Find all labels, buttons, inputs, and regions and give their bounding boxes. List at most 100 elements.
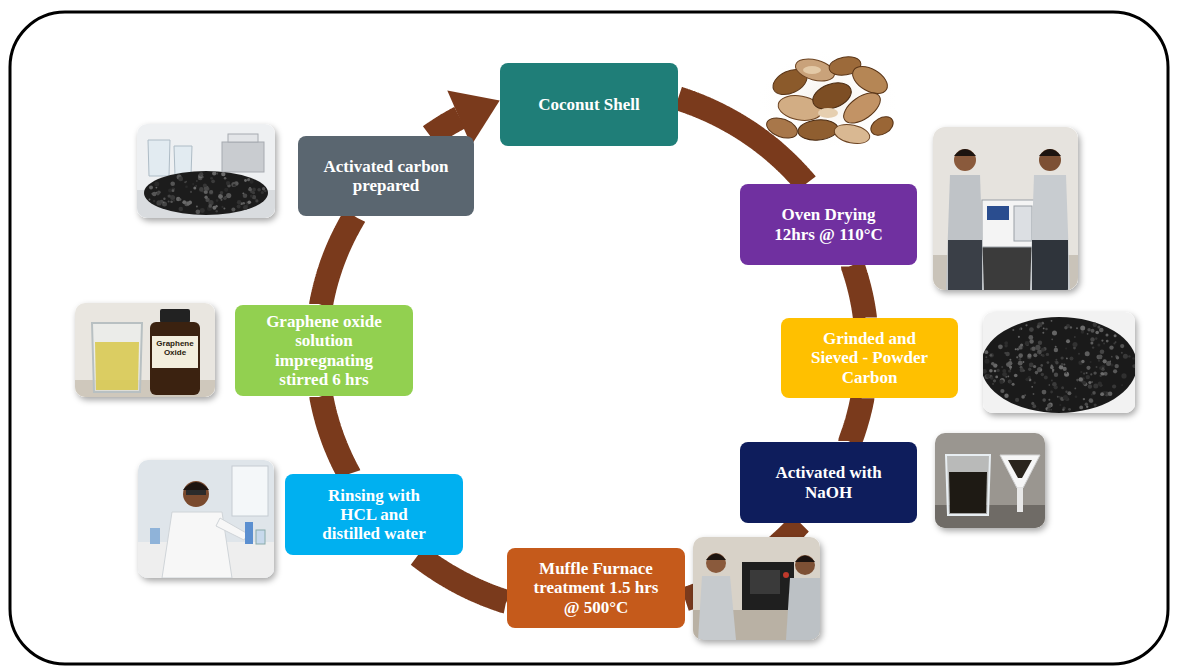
muffle-furnace-photo-part-part (750, 570, 780, 594)
powder-carbon-photo-part-part-part (1079, 406, 1083, 410)
activated-carbon-photo-part-part-part (218, 194, 223, 199)
activated-carbon-photo-part-part-part (195, 185, 197, 187)
powder-carbon-photo-part-part-part (1016, 356, 1018, 358)
activated-carbon-photo-part-part-part (242, 202, 245, 205)
powder-carbon-photo-part-part-part (1100, 372, 1103, 375)
powder-carbon-photo-part-part-part (1086, 406, 1088, 408)
graphene-oxide-photo-part-part (92, 323, 142, 392)
powder-carbon-photo-part-part-part (1051, 380, 1053, 382)
powder-carbon-photo-part-part-part (993, 379, 996, 382)
step-label: Coconut Shell (538, 95, 640, 114)
powder-carbon-photo-part-part-part (1050, 409, 1052, 411)
powder-carbon-photo-part-part-part (1004, 394, 1008, 398)
powder-carbon-photo-part-part-part (1081, 330, 1085, 334)
rinsing-photo-part-part (232, 466, 268, 516)
powder-carbon-photo-part-part-part (1025, 377, 1029, 381)
activated-carbon-photo-part-part-part (190, 191, 192, 193)
oven-drying-photo-part-part (982, 200, 1038, 247)
rinsing-photo-part-part (150, 528, 160, 544)
naoh-activation-photo-part-part (1017, 488, 1023, 512)
step-label: Grinded and Sieved - Powder Carbon (800, 329, 940, 386)
powder-carbon-photo-part-part-part (1121, 373, 1126, 378)
powder-carbon-photo-part-part-part (1023, 369, 1025, 371)
step-label: Activated with NaOH (761, 463, 896, 501)
cycle-arrow (418, 555, 507, 602)
activated-carbon-photo-part-part-part (196, 206, 198, 208)
powder-carbon-photo-part-part-part (1055, 361, 1058, 364)
powder-carbon-photo-part-part-part (1043, 328, 1045, 330)
activated-carbon-photo-part-part-part (216, 210, 218, 212)
powder-carbon-photo-part-part-part (1001, 366, 1003, 368)
powder-carbon-photo-part-part-part (1121, 384, 1123, 386)
powder-carbon-photo-part-part-part (1070, 326, 1072, 328)
rinsing-photo-part-part (183, 482, 209, 490)
cycle-arc (430, 118, 460, 136)
powder-carbon-photo-part-part-part (1059, 396, 1061, 398)
activated-carbon-photo-part-part (148, 140, 170, 176)
powder-carbon-photo-part-part-part (1095, 337, 1098, 340)
powder-carbon-photo-part-part-part (991, 362, 995, 366)
activated-carbon-photo-part-part-part (231, 208, 235, 212)
coconut-shell-photo (756, 50, 900, 150)
powder-carbon-photo-part-part-part (983, 369, 987, 374)
powder-carbon-photo-part-part-part (1033, 393, 1035, 395)
oven-drying-photo-part-part (954, 149, 976, 171)
powder-carbon-photo-part-part-part (1035, 371, 1039, 375)
activated-carbon-photo-part-part-part (204, 190, 208, 194)
powder-carbon-photo-part-part-part (1112, 384, 1116, 388)
powder-carbon-photo-part-part-part (1088, 381, 1091, 384)
rinsing-photo-part-part (138, 460, 274, 578)
powder-carbon-photo-part-part-part (1009, 366, 1012, 369)
activated-carbon-photo-part-part-part (216, 173, 218, 175)
cycle-arc (853, 265, 866, 318)
powder-carbon-photo-part-part-part (1028, 368, 1031, 371)
powder-carbon-photo-part-part-part (1098, 382, 1102, 386)
activated-carbon-photo-part-part-part (149, 199, 151, 201)
powder-carbon-photo-part-part-part (1081, 360, 1084, 363)
powder-carbon-photo-part-part-part (1076, 379, 1079, 382)
powder-carbon-photo-part-part-part (1079, 377, 1083, 381)
powder-carbon-photo-part-part-part (1073, 347, 1076, 350)
muffle-furnace-photo-part-part (706, 553, 726, 573)
activated-carbon-photo-part-part-part (211, 179, 215, 183)
activated-carbon-photo-part-part-part (153, 200, 156, 203)
activated-carbon-photo-part-part-part (156, 200, 161, 205)
powder-carbon-photo-part-part-part (1065, 347, 1067, 349)
activated-carbon-photo-part-part-part (243, 194, 248, 199)
powder-carbon-photo-part-part-part (1097, 343, 1100, 346)
powder-carbon-photo-part-part-part (1076, 327, 1078, 329)
oven-drying-photo-part (933, 127, 1078, 290)
oven-drying-photo-part (933, 127, 1078, 290)
naoh-activation-photo-part-part (1008, 460, 1032, 478)
naoh-activation-photo-part-part (1000, 455, 1040, 488)
powder-carbon-photo-part-part-part (1064, 326, 1067, 329)
powder-carbon-photo-part-part-part (1064, 372, 1069, 377)
powder-carbon-photo-part-part-part (1063, 395, 1068, 400)
rinsing-photo-part-part (245, 522, 253, 544)
powder-carbon-photo-part-part-part (1067, 391, 1071, 395)
powder-carbon-photo-part-part-part (1034, 382, 1036, 384)
powder-carbon-photo (981, 312, 1137, 413)
powder-carbon-photo-part-part-part (1059, 404, 1061, 406)
coconut-shell-photo-part (803, 66, 821, 74)
powder-carbon-photo-part-part-part (1052, 382, 1057, 387)
powder-carbon-photo-part-part-part (1052, 330, 1057, 335)
powder-carbon-photo-part-part-part (1082, 381, 1086, 385)
activated-carbon-photo-part-part-part (252, 191, 255, 194)
muffle-furnace-photo-part-part (698, 576, 736, 640)
powder-carbon-photo-part-part-part (1078, 353, 1080, 355)
powder-carbon-photo-part (983, 312, 1135, 413)
activated-carbon-photo-part-part-part (184, 181, 186, 183)
powder-carbon-photo-part-part-part (1029, 363, 1034, 368)
powder-carbon-photo-part-part-part (1007, 376, 1009, 378)
powder-carbon-photo-part-part-part (1040, 369, 1042, 371)
activated-carbon-photo-part-part-part (255, 199, 258, 202)
powder-carbon-photo-part-part-part (1018, 353, 1023, 358)
cycle-arrow (321, 216, 355, 305)
powder-carbon-photo-part-part-part (1004, 341, 1008, 345)
powder-carbon-photo-part-part-part (1096, 366, 1098, 368)
activated-carbon-photo-part-part-part (156, 192, 159, 195)
powder-carbon-photo-part-part-part (985, 359, 990, 364)
powder-carbon-photo-part-part-part (1015, 398, 1019, 402)
